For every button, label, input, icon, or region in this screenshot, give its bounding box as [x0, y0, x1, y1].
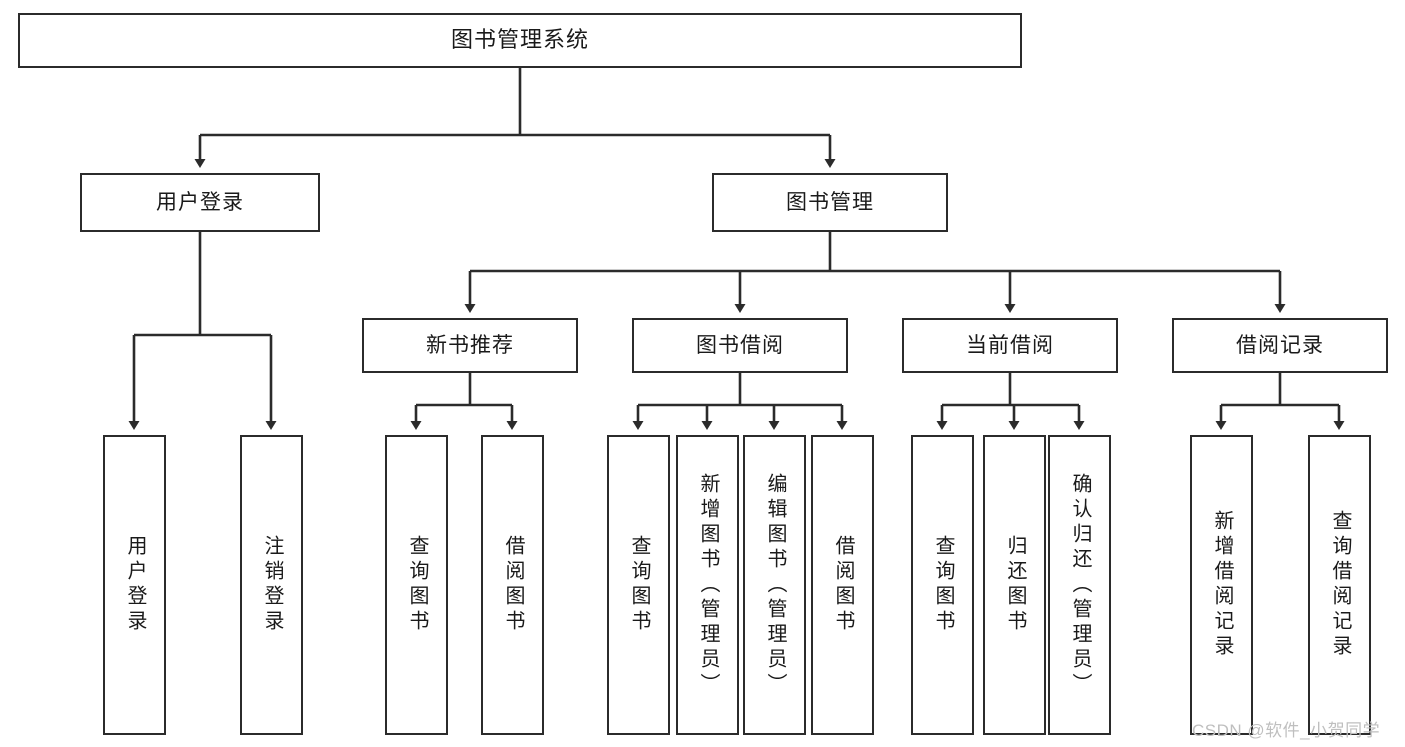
csdn-watermark: CSDN @软件_小贺同学	[1192, 721, 1381, 740]
node-current-borrow[interactable]: 当前借阅	[902, 318, 1118, 373]
node-borrow-record[interactable]: 借阅记录	[1172, 318, 1388, 373]
leaf-return-book[interactable]: 归还图书	[983, 435, 1046, 735]
node-book-management[interactable]: 图书管理	[712, 173, 948, 232]
leaf-borrow-book[interactable]: 借阅图书	[811, 435, 874, 735]
leaf-query-borrow-record[interactable]: 查询借阅记录	[1308, 435, 1371, 735]
node-user-login[interactable]: 用户登录	[80, 173, 320, 232]
node-root-system[interactable]: 图书管理系统	[18, 13, 1022, 68]
node-book-borrow[interactable]: 图书借阅	[632, 318, 848, 373]
leaf-logout[interactable]: 注销登录	[240, 435, 303, 735]
leaf-user-login[interactable]: 用户登录	[103, 435, 166, 735]
leaf-edit-book-admin[interactable]: 编辑图书（管理员）	[743, 435, 806, 735]
node-new-book-recommend[interactable]: 新书推荐	[362, 318, 578, 373]
leaf-query-book-borrow[interactable]: 查询图书	[607, 435, 670, 735]
leaf-query-book-current[interactable]: 查询图书	[911, 435, 974, 735]
leaf-borrow-book-recommend[interactable]: 借阅图书	[481, 435, 544, 735]
leaf-add-borrow-record[interactable]: 新增借阅记录	[1190, 435, 1253, 735]
leaf-add-book-admin[interactable]: 新增图书（管理员）	[676, 435, 739, 735]
leaf-confirm-return-admin[interactable]: 确认归还（管理员）	[1048, 435, 1111, 735]
leaf-query-book-recommend[interactable]: 查询图书	[385, 435, 448, 735]
